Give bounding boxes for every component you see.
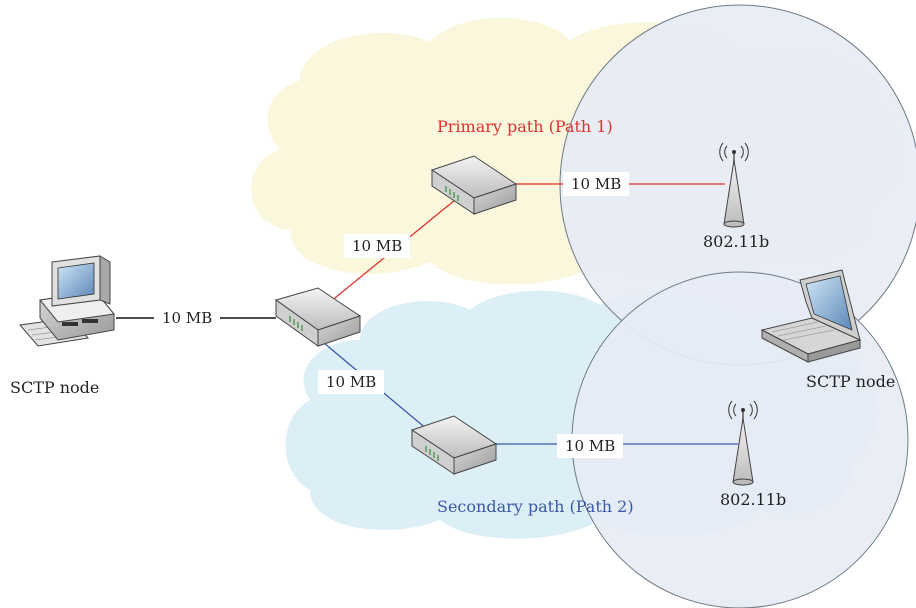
secondary-path-label: Secondary path (Path 2): [437, 497, 634, 516]
link-label-router-top: 10 MB: [344, 234, 411, 258]
link-label-router-bottom: 10 MB: [318, 370, 385, 394]
desktop-computer-icon: [19, 255, 115, 347]
access-point-top-icon: [719, 142, 749, 228]
router-central-icon: [274, 287, 362, 347]
laptop-icon: [760, 269, 862, 363]
router-secondary-icon: [410, 415, 498, 475]
ap-bottom-label: 802.11b: [720, 490, 787, 509]
right-node-label: SCTP node: [806, 372, 896, 391]
link-label-top-ap: 10 MB: [563, 172, 630, 196]
link-label-host-router: 10 MB: [154, 306, 221, 330]
left-node-label: SCTP node: [10, 378, 100, 397]
link-label-bottom-ap: 10 MB: [557, 434, 624, 458]
ap-top-label: 802.11b: [703, 232, 770, 251]
access-point-bottom-icon: [728, 400, 758, 486]
router-primary-icon: [430, 155, 518, 215]
primary-path-label: Primary path (Path 1): [437, 117, 613, 136]
